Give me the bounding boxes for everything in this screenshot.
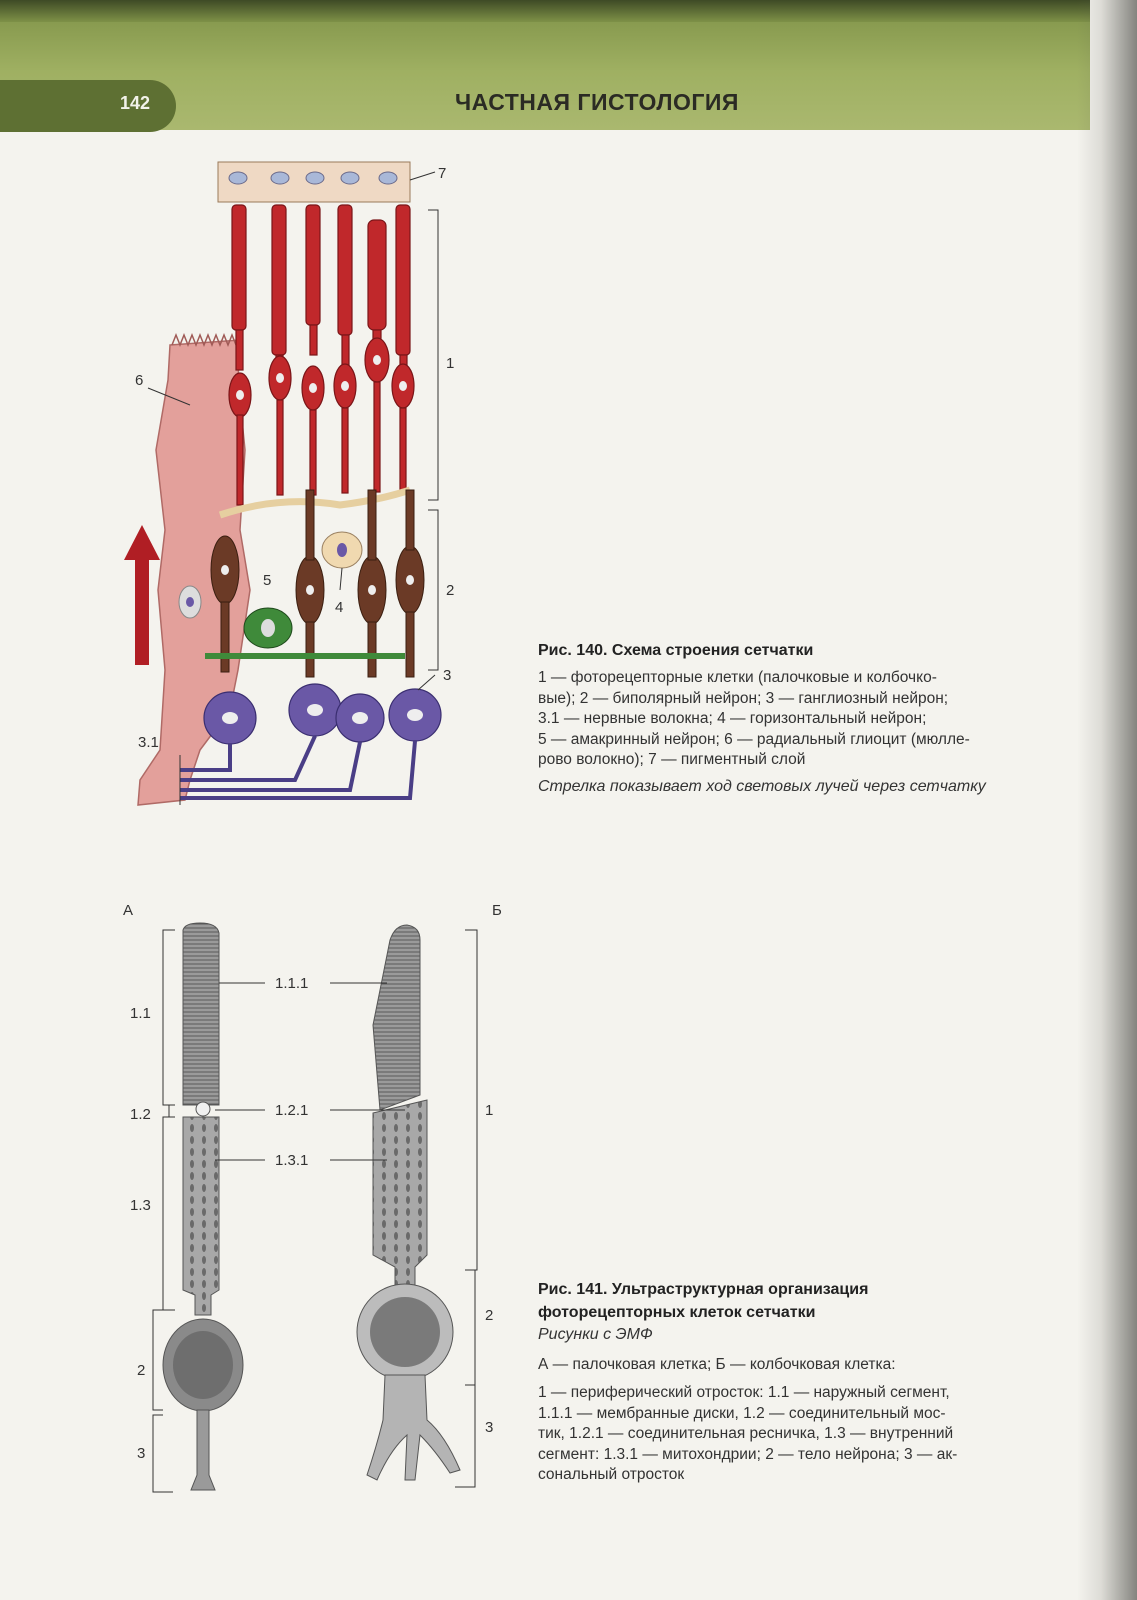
label-1-3-1: 1.3.1 <box>275 1152 308 1169</box>
caption-line: 3.1 — нервные волокна; 4 — горизонтальны… <box>538 710 927 727</box>
page-number-tab <box>0 80 176 132</box>
label-B-1: 1 <box>485 1102 493 1119</box>
caption-line: рово волокно); 7 — пигментный слой <box>538 751 806 768</box>
fig141-subtitle: Рисунки с ЭМФ <box>538 1326 653 1343</box>
label-B: Б <box>492 902 502 919</box>
label-3-1: 3.1 <box>138 734 159 751</box>
label-2: 2 <box>446 582 454 599</box>
label-1-2: 1.2 <box>130 1106 151 1123</box>
rod-cell <box>162 922 244 1491</box>
fig141-caption: 1 — периферический отросток: 1.1 — наруж… <box>538 1383 1088 1486</box>
chapter-title: ЧАСТНАЯ ГИСТОЛОГИЯ <box>455 89 739 115</box>
label-B-3: 3 <box>485 1419 493 1436</box>
fig140-note: Стрелка показывает ход световых лучей че… <box>538 778 986 795</box>
fig141-title-line2: фоторецепторных клеток сетчатки <box>538 1304 816 1321</box>
photoreceptor-cells <box>228 204 415 506</box>
page-number: 142 <box>120 93 151 113</box>
label-1-2-1: 1.2.1 <box>275 1102 308 1119</box>
fig140-title: Рис. 140. Схема строения сетчатки <box>538 642 814 659</box>
caption-line: 5 — амакринный нейрон; 6 — радиальный гл… <box>538 730 970 748</box>
book-spine-shadow <box>1077 0 1137 1600</box>
ganglion-neurons <box>203 683 442 745</box>
label-6: 6 <box>135 372 143 389</box>
label-A-2: 2 <box>137 1362 145 1379</box>
fig141-legend: А — палочковая клетка; Б — колбочковая к… <box>538 1356 896 1373</box>
retina-diagram: 7 1 2 3 6 5 4 3.1 <box>124 161 454 806</box>
label-5: 5 <box>263 572 271 589</box>
label-1: 1 <box>446 355 454 372</box>
fig141-title-line1: Рис. 141. Ультраструктурная организация <box>538 1281 869 1298</box>
label-B-2: 2 <box>485 1307 493 1324</box>
caption-line: тик, 1.2.1 — соединительная ресничка, 1.… <box>538 1425 954 1442</box>
label-3: 3 <box>443 667 451 684</box>
caption-line: 1.1.1 — мембранные диски, 1.2 — соединит… <box>538 1404 946 1422</box>
caption-line: вые); 2 — биполярный нейрон; 3 — ганглио… <box>538 689 949 707</box>
caption-line: 1 — фоторецепторные клетки (палочковые и… <box>538 669 937 686</box>
label-1-3: 1.3 <box>130 1197 151 1214</box>
label-7: 7 <box>438 165 446 182</box>
label-A-3: 3 <box>137 1445 145 1462</box>
caption-line: сегмент: 1.3.1 — митохондрии; 2 — тело н… <box>538 1445 958 1463</box>
label-1-1: 1.1 <box>130 1005 151 1022</box>
label-A: А <box>123 902 133 919</box>
label-1-1-1: 1.1.1 <box>275 975 308 992</box>
caption-line: 1 — периферический отросток: 1.1 — наруж… <box>538 1384 950 1401</box>
header-top-edge <box>0 0 1090 22</box>
fig140-caption: 1 — фоторецепторные клетки (палочковые и… <box>538 668 1088 771</box>
light-arrow <box>124 525 160 665</box>
label-4: 4 <box>335 599 343 616</box>
caption-line: сональный отросток <box>538 1466 685 1483</box>
cone-cell <box>356 924 461 1481</box>
photoreceptor-ultrastructure: А Б 1.1 1.2 1.3 1.1.1 1.2.1 1.3.1 2 3 1 … <box>123 902 502 1493</box>
